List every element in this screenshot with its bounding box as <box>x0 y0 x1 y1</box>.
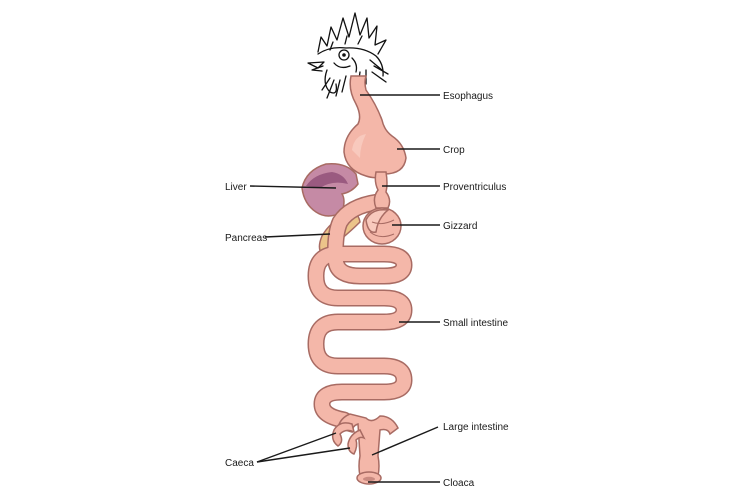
label-gizzard: Gizzard <box>443 221 477 232</box>
leader-caeca-2 <box>257 448 350 462</box>
label-liver: Liver <box>225 182 247 193</box>
chicken-head-icon <box>308 13 388 98</box>
label-pancreas: Pancreas <box>225 233 267 244</box>
label-esophagus: Esophagus <box>443 91 493 102</box>
gizzard <box>363 208 401 244</box>
esophagus <box>344 76 406 178</box>
leader-large-intestine <box>372 427 438 455</box>
label-crop: Crop <box>443 145 465 156</box>
proventriculus <box>374 172 389 208</box>
label-proventriculus: Proventriculus <box>443 182 506 193</box>
leader-pancreas <box>265 234 330 237</box>
leader-caeca-1 <box>257 433 336 462</box>
label-large-intestine: Large intestine <box>443 422 509 433</box>
label-cloaca: Cloaca <box>443 478 475 489</box>
label-small-intestine: Small intestine <box>443 318 508 329</box>
label-caeca: Caeca <box>225 458 254 469</box>
